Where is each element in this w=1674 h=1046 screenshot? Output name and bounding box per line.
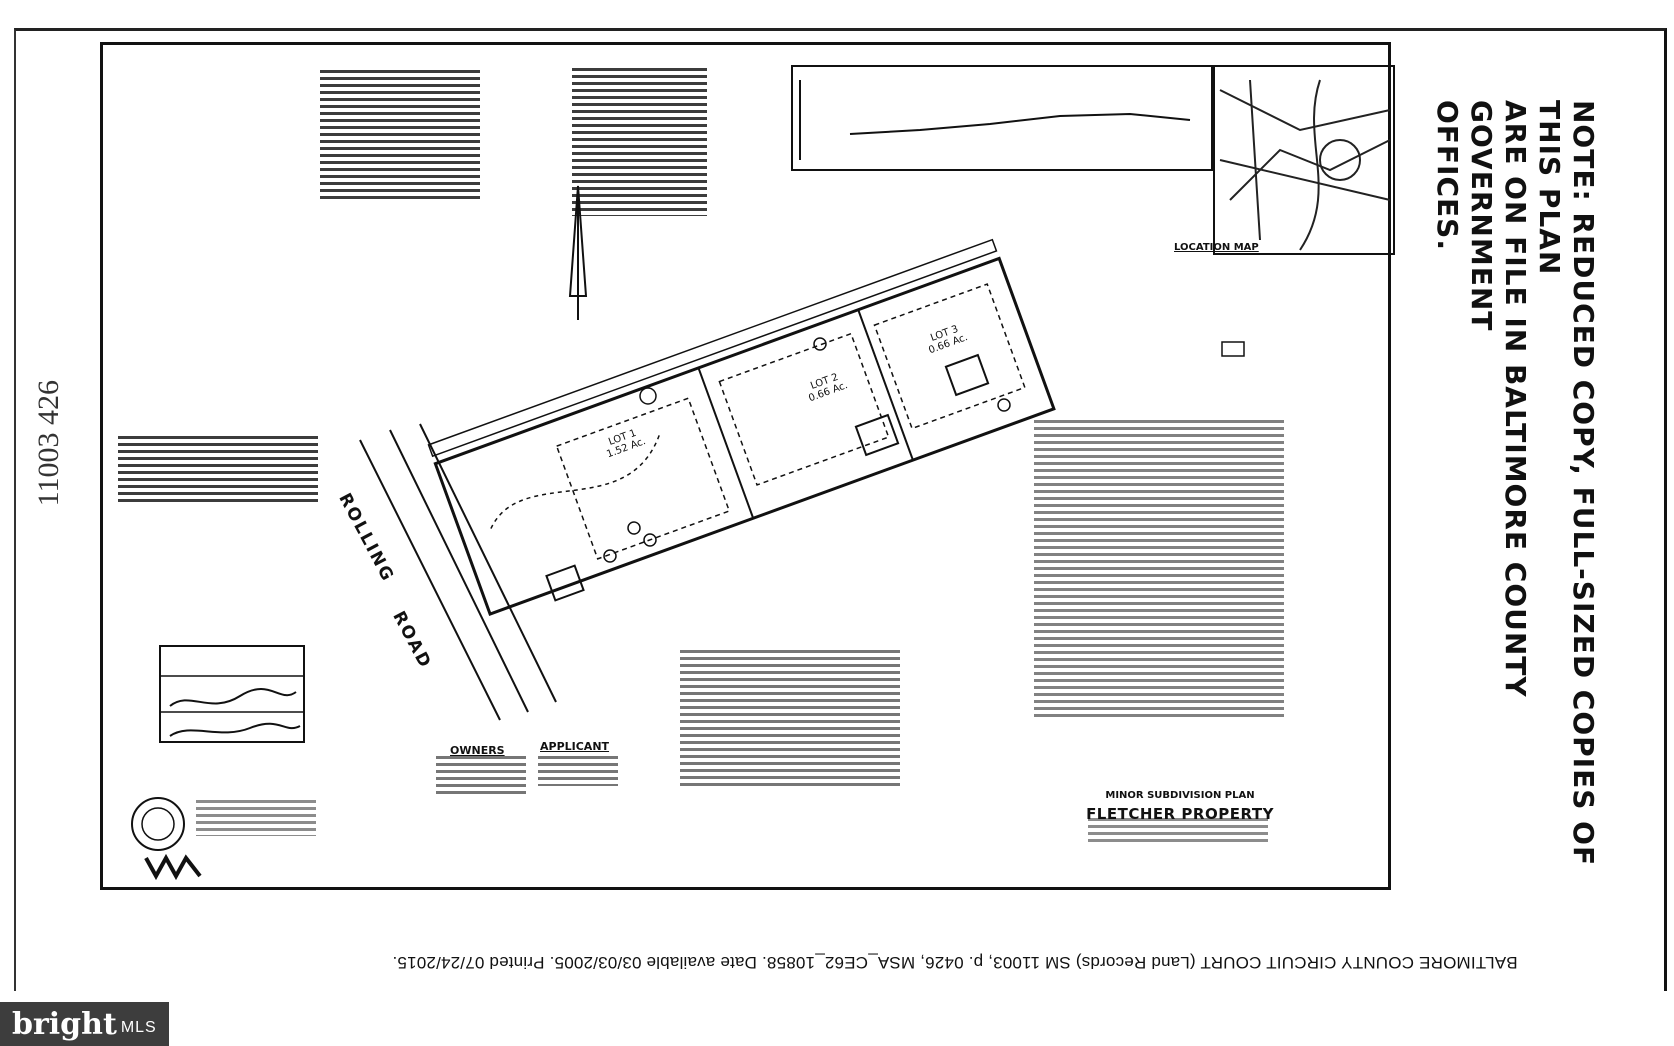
rolling-road <box>359 423 557 721</box>
property-title: FLETCHER PROPERTY <box>1086 805 1274 823</box>
watermark-suffix: MLS <box>120 1019 157 1036</box>
title-block: MINOR SUBDIVISION PLAN FLETCHER PROPERTY <box>1080 790 1280 823</box>
owners-heading: OWNERS <box>450 744 505 757</box>
text-block-top-left <box>320 70 480 200</box>
disturbed-area-legend <box>1221 341 1245 357</box>
text-block-applicant <box>538 756 618 786</box>
location-map-label: LOCATION MAP <box>1174 242 1259 253</box>
profile-line <box>849 112 1191 135</box>
watermark-brand: bright <box>12 1006 117 1042</box>
firm-logo-mark <box>144 853 202 881</box>
text-block-owners <box>436 756 526 796</box>
text-block-left-note <box>118 436 318 502</box>
engineer-seal <box>131 797 185 851</box>
bright-mls-watermark: bright MLS <box>0 1002 169 1046</box>
text-block-title-detail <box>1088 818 1268 842</box>
parcel-outline <box>427 238 1056 616</box>
applicant-heading: APPLICANT <box>540 740 610 753</box>
note-line-1: NOTE: REDUCED COPY, FULL-SIZED COPIES OF… <box>1533 100 1600 867</box>
note-line-3: OFFICES. <box>1431 100 1464 251</box>
signature-2 <box>169 722 301 737</box>
plan-type-label: MINOR SUBDIVISION PLAN <box>1105 790 1255 801</box>
note-line-2: ARE ON FILE IN BALTIMORE COUNTY GOVERNME… <box>1465 100 1532 698</box>
text-block-engineer <box>196 800 316 836</box>
text-block-top-center <box>572 68 707 216</box>
trees <box>603 337 1011 563</box>
text-block-bottom-center <box>680 650 900 790</box>
house-lot-3 <box>944 353 990 397</box>
location-map-streets <box>1219 79 1391 251</box>
house-lot-2 <box>854 413 900 457</box>
text-block-general-notes <box>1034 420 1284 720</box>
location-map-box <box>1213 65 1395 255</box>
plan-border <box>100 42 1391 890</box>
reduced-copy-note: NOTE: REDUCED COPY, FULL-SIZED COPIES OF… <box>1430 100 1600 910</box>
driveway-profile-box <box>791 65 1213 171</box>
signature-box <box>159 645 305 743</box>
house-lot-1 <box>545 564 585 602</box>
signature-1 <box>169 688 297 707</box>
